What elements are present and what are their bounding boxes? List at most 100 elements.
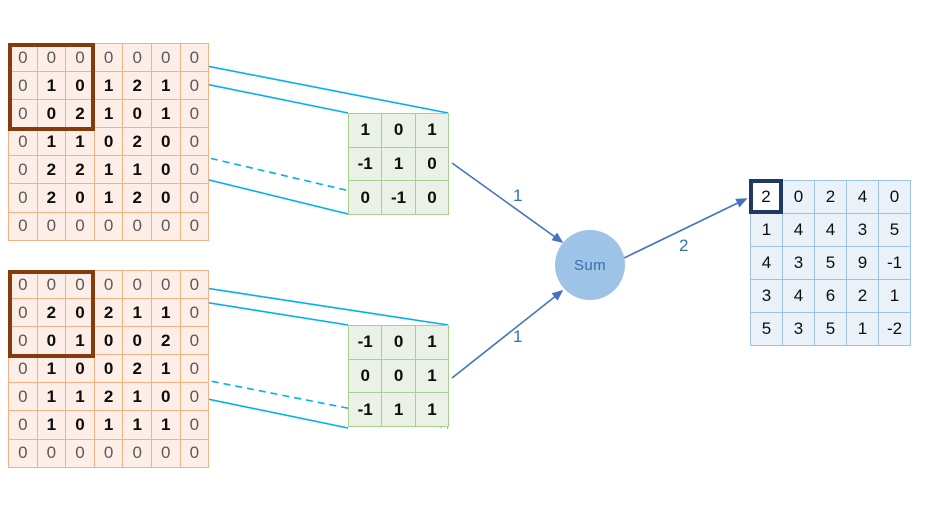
input-channel-1-cell-0-3: 0 [94, 44, 124, 73]
input-channel-1-cell-2-3: 1 [94, 100, 124, 129]
input-channel-1-cell-2-6: 0 [180, 100, 210, 129]
edge-label-top-weight: 1 [513, 186, 523, 205]
input-channel-1-cell-1-6: 0 [180, 72, 210, 101]
input-channel-1-cell-6-2: 0 [66, 212, 95, 241]
kernel-channel-1-cell-2-1: -1 [382, 181, 416, 216]
input-channel-2-cell-3-3: 0 [94, 355, 124, 384]
input-channel-2-cell-6-0: 0 [9, 439, 38, 468]
kernel-channel-2-cell-1-2: 1 [415, 359, 450, 394]
input-channel-1-cell-4-6: 0 [180, 156, 210, 185]
kernel-channel-1-cell-1-2: 0 [415, 147, 450, 182]
input-channel-2-cell-1-5: 1 [151, 299, 181, 328]
output-highlighted-cell-value: 2 [761, 186, 771, 206]
input-channel-1-cell-2-1: 0 [37, 100, 67, 129]
output-feature-map-cell-2-0: 4 [751, 247, 783, 280]
edge-label-bottom-weight: 1 [513, 327, 523, 346]
input-channel-1-cell-4-0: 0 [9, 156, 38, 185]
input-channel-2-cell-3-6: 0 [180, 355, 210, 384]
kernel-channel-1-cell-0-1: 0 [382, 114, 416, 148]
kernel-channel-1-cell-0-2: 1 [415, 114, 450, 148]
input-channel-2-cell-5-1: 1 [37, 411, 67, 440]
input-channel-2-cell-4-6: 0 [180, 383, 210, 412]
output-feature-map-cell-0-1: 0 [783, 181, 815, 214]
output-feature-map-cell-1-3: 3 [847, 214, 879, 247]
input-channel-2-cell-3-4: 2 [123, 355, 152, 384]
output-feature-map-cell-0-4: 0 [879, 181, 911, 214]
output-feature-map-cell-3-0: 3 [751, 280, 783, 313]
input-channel-2-cell-6-5: 0 [151, 439, 181, 468]
output-feature-map-cell-2-1: 3 [783, 247, 815, 280]
kernel-channel-2-cell-0-0: -1 [349, 326, 383, 360]
output-feature-map-cell-2-3: 9 [847, 247, 879, 280]
input-channel-1-cell-5-3: 1 [94, 184, 124, 213]
input-channel-2-cell-0-0: 0 [9, 271, 38, 300]
input-channel-1-cell-5-4: 2 [123, 184, 152, 213]
input-channel-1-cell-2-0: 0 [9, 100, 38, 129]
input-channel-2-cell-2-6: 0 [180, 327, 210, 356]
output-feature-map-cell-2-4: -1 [879, 247, 911, 280]
input-channel-1-cell-2-2: 2 [66, 100, 95, 129]
output-feature-map-cell-1-1: 4 [783, 214, 815, 247]
input-channel-2-cell-0-1: 0 [37, 271, 67, 300]
input-channel-2-cell-5-5: 1 [151, 411, 181, 440]
output-highlighted-cell: 2 [749, 179, 783, 214]
input-channel-2-cell-3-1: 1 [37, 355, 67, 384]
input-channel-1-cell-4-1: 2 [37, 156, 67, 185]
input-channel-2-cell-0-5: 0 [151, 271, 181, 300]
input-channel-1-cell-0-5: 0 [151, 44, 181, 73]
output-feature-map-cell-3-2: 6 [815, 280, 847, 313]
input-channel-2-cell-5-3: 1 [94, 411, 124, 440]
input-channel-2-cell-1-1: 2 [37, 299, 67, 328]
input-channel-2-cell-2-5: 2 [151, 327, 181, 356]
input-channel-1-cell-2-5: 1 [151, 100, 181, 129]
kernel-channel-1-cell-2-2: 0 [415, 181, 450, 216]
input-channel-1-cell-1-0: 0 [9, 72, 38, 101]
input-channel-1-cell-4-5: 0 [151, 156, 181, 185]
output-feature-map-cell-3-3: 2 [847, 280, 879, 313]
input-channel-2-cell-2-1: 0 [37, 327, 67, 356]
input-channel-1-cell-6-1: 0 [37, 212, 67, 241]
input-channel-1-cell-3-1: 1 [37, 128, 67, 157]
input-channel-2-cell-0-6: 0 [180, 271, 210, 300]
input-channel-1-cell-2-4: 0 [123, 100, 152, 129]
input-channel-2-cell-6-4: 0 [123, 439, 152, 468]
kernel-channel-1-cell-1-0: -1 [349, 147, 383, 182]
input-channel-1-cell-0-6: 0 [180, 44, 210, 73]
sum-node[interactable]: Sum [555, 230, 625, 300]
input-channel-1-cell-0-4: 0 [123, 44, 152, 73]
input-channel-1-cell-1-4: 2 [123, 72, 152, 101]
input-channel-1-cell-5-0: 0 [9, 184, 38, 213]
input-channel-2-cell-1-6: 0 [180, 299, 210, 328]
input-channel-2-cell-3-2: 0 [66, 355, 95, 384]
output-feature-map-cell-4-2: 5 [815, 313, 847, 346]
input-channel-1-cell-1-1: 1 [37, 72, 67, 101]
input-channel-1-cell-1-3: 1 [94, 72, 124, 101]
input-channel-2-cell-5-2: 0 [66, 411, 95, 440]
input-channel-2-cell-2-3: 0 [94, 327, 124, 356]
kernel-channel-2-cell-0-1: 0 [382, 326, 416, 360]
input-channel-1-cell-6-4: 0 [123, 212, 152, 241]
input-channel-2-cell-1-0: 0 [9, 299, 38, 328]
input-channel-2-cell-1-3: 2 [94, 299, 124, 328]
input-channel-1-cell-3-5: 0 [151, 128, 181, 157]
input-channel-2-cell-3-5: 1 [151, 355, 181, 384]
input-channel-2-cell-2-4: 0 [123, 327, 152, 356]
kernel-channel-2-cell-1-0: 0 [349, 359, 383, 394]
output-feature-map-cell-4-0: 5 [751, 313, 783, 346]
input-channel-2-cell-0-3: 0 [94, 271, 124, 300]
input-channel-1-cell-0-2: 0 [66, 44, 95, 73]
kernel-channel-1-cell-2-0: 0 [349, 181, 383, 216]
input-channel-2-cell-0-2: 0 [66, 271, 95, 300]
input-channel-1-cell-4-3: 1 [94, 156, 124, 185]
input-channel-2-cell-6-1: 0 [37, 439, 67, 468]
kernel-channel-2-cell-2-2: 1 [415, 393, 450, 428]
input-channel-1-cell-3-4: 2 [123, 128, 152, 157]
input-channel-2-cell-5-4: 1 [123, 411, 152, 440]
edge-label-output-weight: 2 [679, 236, 689, 255]
input-channel-1-cell-6-6: 0 [180, 212, 210, 241]
